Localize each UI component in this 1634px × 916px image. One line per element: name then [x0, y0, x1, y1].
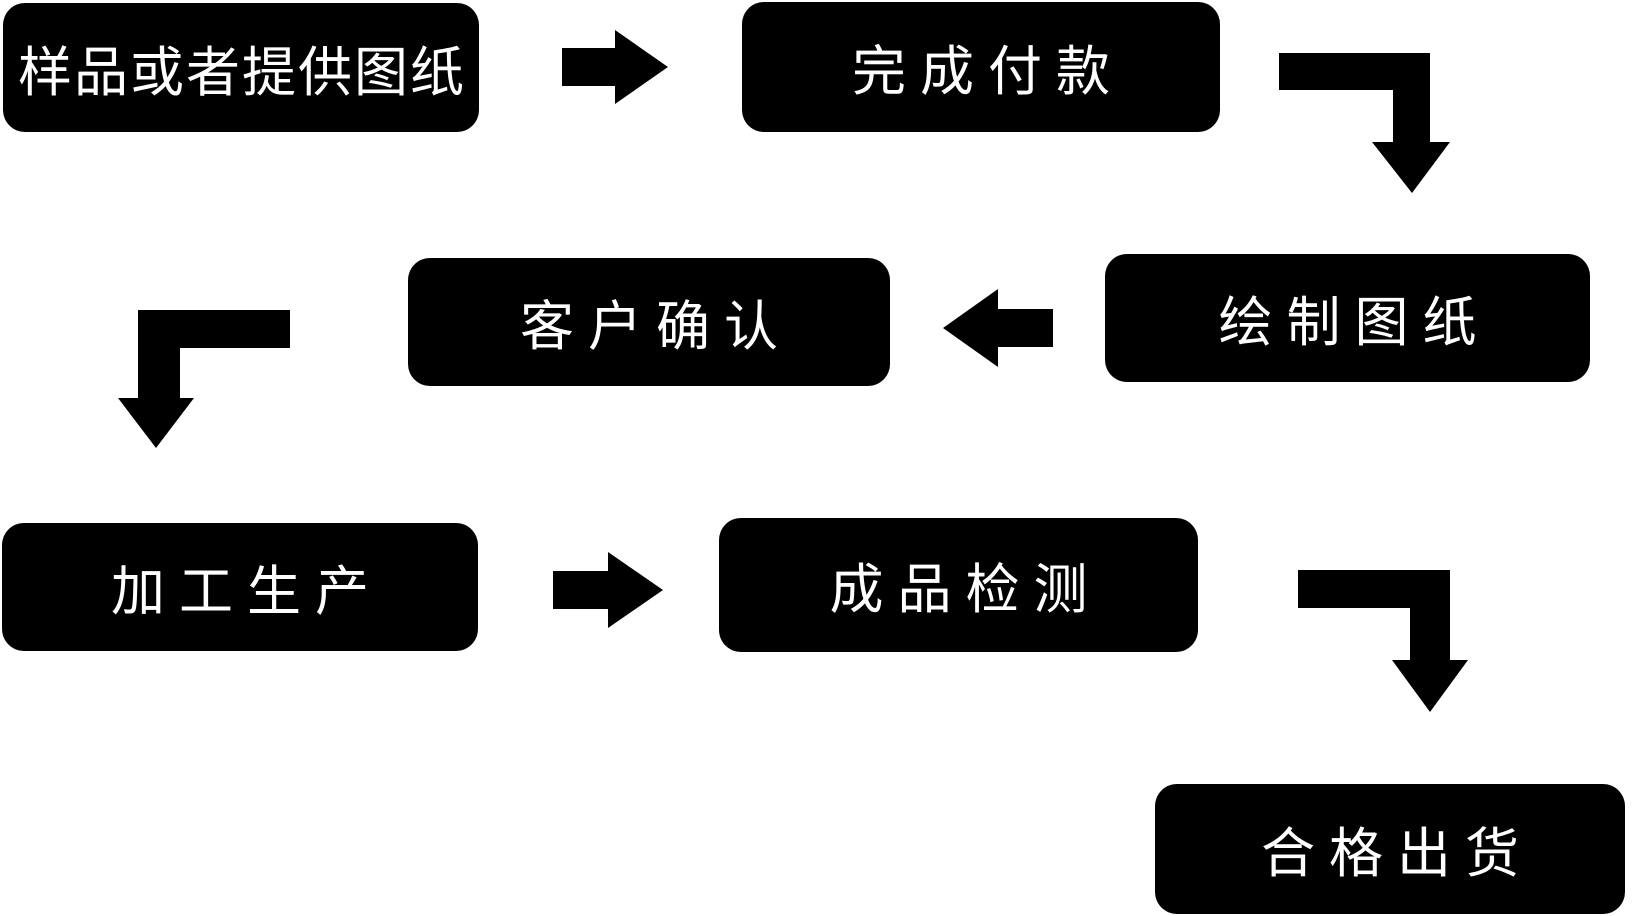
flow-node-payment: 完成付款 — [742, 2, 1220, 132]
elbow-arrow-down-right-top-icon — [1279, 53, 1450, 193]
arrow-left-icon — [943, 288, 1053, 368]
elbow-arrow-down-right-bottom-icon — [1298, 570, 1468, 712]
flow-node-customer-confirm: 客户确认 — [408, 258, 890, 386]
flow-node-production: 加工生产 — [2, 523, 478, 651]
flow-node-sample: 样品或者提供图纸 — [3, 3, 479, 132]
elbow-arrow-down-left-icon — [118, 310, 290, 448]
flow-node-shipment: 合格出货 — [1155, 784, 1625, 914]
arrow-right-top-icon — [562, 27, 668, 107]
flow-node-drawing: 绘制图纸 — [1105, 254, 1590, 382]
flow-node-inspection: 成品检测 — [719, 518, 1198, 652]
arrow-right-bottom-icon — [553, 551, 663, 629]
